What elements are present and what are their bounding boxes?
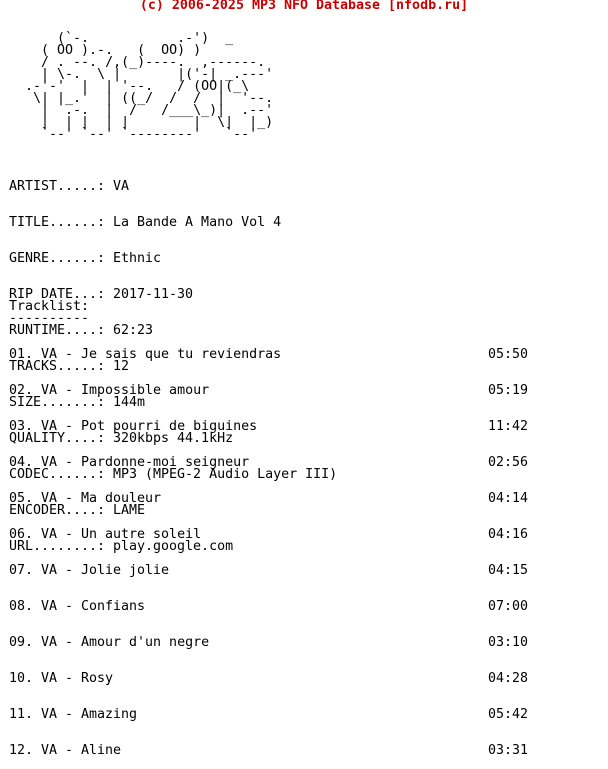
info-key: TITLE......: (9, 215, 106, 230)
track-artist: VA - (41, 527, 74, 542)
track-title: Amour d'un negre (81, 635, 210, 650)
track-duration: 05:42 (488, 707, 529, 722)
track-duration: 02:56 (488, 455, 529, 470)
site-header: (c) 2006-2025 MP3 NFO Database [nfodb.ru… (139, 0, 469, 13)
info-row-quality: QUALITY....: 320kbps 44.1kHz (9, 431, 337, 446)
info-value: 144m (113, 395, 146, 410)
track-number: 12. (9, 743, 34, 758)
track-duration: 04:14 (488, 491, 529, 506)
info-value: MP3 (MPEG-2 Audio Layer III) (113, 467, 338, 482)
track-row: 05. VA - Ma douleur 04:14 (9, 491, 549, 506)
track-artist: VA - (41, 671, 74, 686)
info-value: 62:23 (113, 323, 154, 338)
info-value: VA (113, 179, 130, 194)
info-row-encoder: ENCODER....: LAME (9, 503, 337, 518)
info-row-genre: GENRE......: Ethnic (9, 251, 337, 266)
info-value: Ethnic (113, 251, 162, 266)
ascii-art-logo: (`-. .-') _ ( OO ).-. ( OO) ) / . --. /,… (25, 31, 274, 142)
info-key: QUALITY....: (9, 431, 106, 446)
track-row: 02. VA - Impossible amour 05:19 (9, 383, 549, 398)
track-title: Pardonne-moi seigneur (81, 455, 250, 470)
track-row: 06. VA - Un autre soleil 04:16 (9, 527, 549, 542)
tracklist: 01. VA - Je sais que tu reviendras 05:50 02… (9, 325, 549, 769)
info-row-size: SIZE.......: 144m (9, 395, 337, 410)
track-row: 04. VA - Pardonne-moi seigneur 02:56 (9, 455, 549, 470)
info-row-artist: ARTIST.....: VA (9, 179, 337, 194)
track-artist: VA - (41, 635, 74, 650)
track-title: Ma douleur (81, 491, 162, 506)
track-duration: 04:28 (488, 671, 529, 686)
info-row-tracks: TRACKS.....: 12 (9, 359, 337, 374)
info-key: RUNTIME....: (9, 323, 106, 338)
tracklist-underline: ---------- (9, 311, 90, 326)
track-duration: 03:31 (488, 743, 529, 758)
info-value: 12 (113, 359, 130, 374)
track-title: Amazing (81, 707, 138, 722)
track-artist: VA - (41, 455, 74, 470)
track-title: Rosy (81, 671, 114, 686)
info-value: LAME (113, 503, 146, 518)
track-number: 04. (9, 455, 34, 470)
track-artist: VA - (41, 743, 74, 758)
info-value: 320kbps 44.1kHz (113, 431, 234, 446)
track-row: 10. VA - Rosy 04:28 (9, 671, 549, 686)
track-number: 07. (9, 563, 34, 578)
track-duration: 05:19 (488, 383, 529, 398)
track-number: 11. (9, 707, 34, 722)
track-number: 10. (9, 671, 34, 686)
tracklist-heading: Tracklist: (9, 299, 90, 314)
track-row: 12. VA - Aline 03:31 (9, 743, 549, 758)
track-number: 08. (9, 599, 34, 614)
track-duration: 07:00 (488, 599, 529, 614)
info-row-runtime: RUNTIME....: 62:23 (9, 323, 337, 338)
track-artist: VA - (41, 347, 74, 362)
track-duration: 05:50 (488, 347, 529, 362)
track-row: 09. VA - Amour d'un negre 03:10 (9, 635, 549, 650)
info-key: RIP DATE...: (9, 287, 106, 302)
track-artist: VA - (41, 707, 74, 722)
track-duration: 03:10 (488, 635, 529, 650)
info-value: La Bande A Mano Vol 4 (113, 215, 282, 230)
track-number: 05. (9, 491, 34, 506)
track-title: Je sais que tu reviendras (81, 347, 282, 362)
track-title: Un autre soleil (81, 527, 202, 542)
info-key: GENRE......: (9, 251, 106, 266)
info-row-title: TITLE......: La Bande A Mano Vol 4 (9, 215, 337, 230)
track-title: Aline (81, 743, 122, 758)
track-row: 07. VA - Jolie jolie 04:15 (9, 563, 549, 578)
track-row: 01. VA - Je sais que tu reviendras 05:50 (9, 347, 549, 362)
track-number: 09. (9, 635, 34, 650)
track-number: 02. (9, 383, 34, 398)
track-row: 03. VA - Pot pourri de biguines 11:42 (9, 419, 549, 434)
track-artist: VA - (41, 563, 74, 578)
track-title: Confians (81, 599, 146, 614)
track-duration: 11:42 (488, 419, 529, 434)
info-key: ENCODER....: (9, 503, 106, 518)
track-row: 08. VA - Confians 07:00 (9, 599, 549, 614)
info-key: TRACKS.....: (9, 359, 106, 374)
track-title: Impossible amour (81, 383, 210, 398)
info-key: CODEC......: (9, 467, 106, 482)
track-artist: VA - (41, 383, 74, 398)
track-artist: VA - (41, 491, 74, 506)
track-artist: VA - (41, 599, 74, 614)
track-row: 11. VA - Amazing 05:42 (9, 707, 549, 722)
info-key: SIZE.......: (9, 395, 106, 410)
track-artist: VA - (41, 419, 74, 434)
track-duration: 04:16 (488, 527, 529, 542)
info-row-codec: CODEC......: MP3 (MPEG-2 Audio Layer III) (9, 467, 338, 482)
track-number: 06. (9, 527, 34, 542)
track-title: Jolie jolie (81, 563, 170, 578)
track-number: 03. (9, 419, 34, 434)
info-key: ARTIST.....: (9, 179, 106, 194)
track-duration: 04:15 (488, 563, 529, 578)
info-row-rip-date: RIP DATE...: 2017-11-30 (9, 287, 337, 302)
info-value: 2017-11-30 (113, 287, 194, 302)
track-number: 01. (9, 347, 34, 362)
track-title: Pot pourri de biguines (81, 419, 258, 434)
